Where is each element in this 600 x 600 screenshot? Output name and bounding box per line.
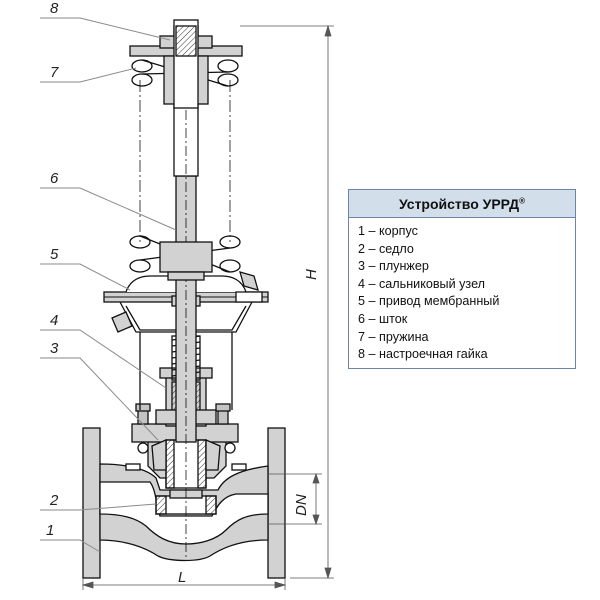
legend-item: 4 – сальниковый узел — [358, 276, 486, 291]
legend-box: Устройство УРРД® 1 – корпус 2 – седло 3 … — [348, 189, 576, 369]
legend-title: Устройство УРРД® — [349, 190, 575, 218]
dimension-l-label: L — [178, 569, 186, 586]
callout-7: 7 — [50, 64, 59, 81]
callout-leaders — [40, 17, 177, 553]
dimension-dn-label: DN — [293, 494, 310, 516]
legend-item: 5 – привод мембранный — [358, 294, 500, 309]
callout-6: 6 — [50, 170, 59, 187]
callout-8: 8 — [50, 0, 59, 17]
callout-1: 1 — [46, 522, 54, 539]
registered-mark: ® — [519, 196, 526, 206]
callout-4: 4 — [50, 312, 58, 329]
legend-item: 2 – седло — [358, 241, 414, 256]
callout-2: 2 — [49, 492, 59, 509]
legend-title-text: Устройство УРРД — [398, 196, 520, 212]
adjusting-springs — [129, 59, 241, 281]
legend-item: 8 – настроечная гайка — [358, 347, 488, 362]
callout-5: 5 — [50, 246, 59, 263]
dimension-lines — [81, 24, 334, 590]
legend-item: 1 – корпус — [358, 224, 418, 238]
legend-item: 6 – шток — [358, 311, 408, 326]
adjusting-nut — [129, 19, 243, 109]
dimension-h-label: H — [303, 269, 320, 280]
legend-item: 7 – пружина — [358, 329, 429, 344]
callout-3: 3 — [50, 340, 59, 357]
legend-list: 1 – корпус 2 – седло 3 – плунжер 4 – сал… — [349, 218, 575, 368]
legend-item: 3 – плунжер — [358, 259, 429, 274]
